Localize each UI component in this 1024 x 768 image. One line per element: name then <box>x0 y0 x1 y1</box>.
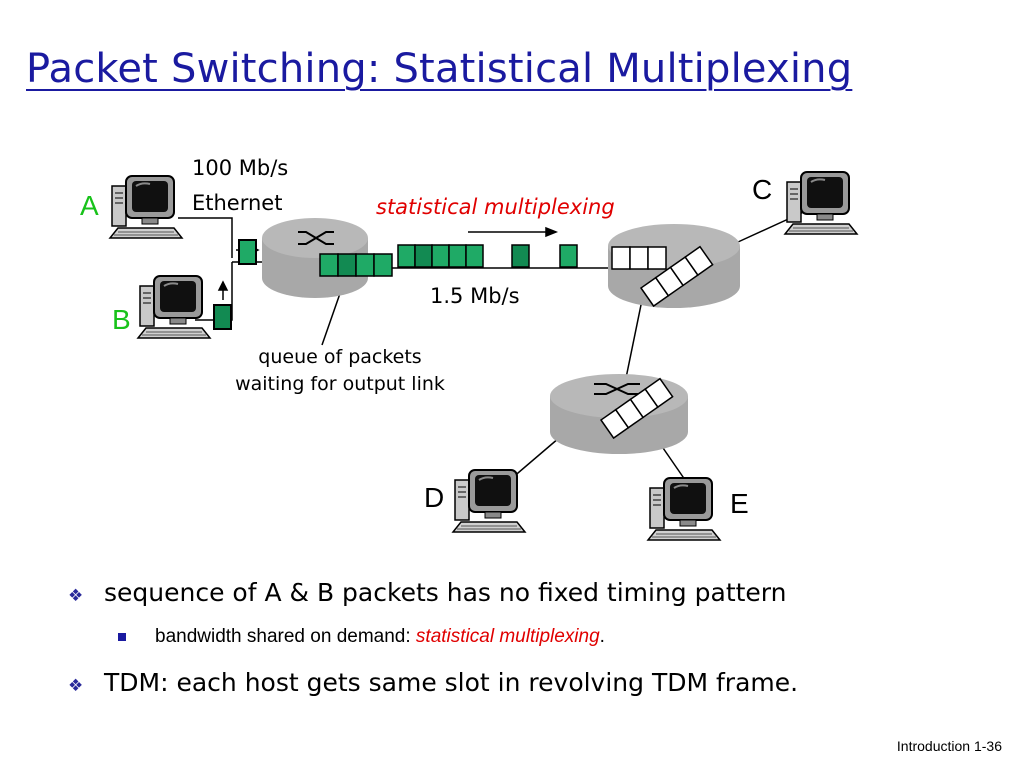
sub-bullet-suffix: . <box>599 626 605 647</box>
sub-bullet-prefix: bandwidth shared on demand: <box>155 626 416 647</box>
sub-bullet-emphasis: statistical multiplexing <box>415 626 600 647</box>
ethernet-rate-label: 100 Mb/s <box>192 156 289 180</box>
bullet-item-2: TDM: each host gets same slot in revolvi… <box>104 668 799 697</box>
host-c-computer-icon <box>784 171 858 235</box>
host-b-label: B <box>112 304 131 335</box>
host-e-computer-icon <box>647 477 721 541</box>
host-d-computer-icon <box>452 469 526 533</box>
packet-from-a <box>238 239 257 265</box>
diamond-bullet-icon: ❖ <box>68 586 84 606</box>
bullet-item-1: sequence of A & B packets has no fixed t… <box>104 578 787 607</box>
network-diagram <box>109 171 858 541</box>
host-a-computer-icon <box>109 175 183 239</box>
square-bullet-icon <box>118 633 126 641</box>
host-c-label: C <box>752 174 773 205</box>
router-1-queue <box>319 253 393 277</box>
packet-from-b <box>213 304 232 330</box>
statistical-multiplexing-label: statistical multiplexing <box>376 195 615 219</box>
slide-title: Packet Switching: Statistical Multiplexi… <box>26 46 853 92</box>
sub-bullet-1: bandwidth shared on demand: statistical … <box>155 626 605 648</box>
link-packets <box>397 244 578 268</box>
host-e-label: E <box>730 488 749 519</box>
router-2-output-queue <box>639 245 714 308</box>
link-rate-label: 1.5 Mb/s <box>430 284 520 308</box>
diamond-bullet-icon: ❖ <box>68 676 84 696</box>
ethernet-label: Ethernet <box>192 191 283 215</box>
router-3-output-queue <box>599 377 674 440</box>
router-2-queue <box>611 246 667 270</box>
host-d-label: D <box>424 482 445 513</box>
host-b-computer-icon <box>137 275 211 339</box>
queue-annotation: queue of packets waiting for output link <box>235 346 445 395</box>
slide-footer: Introduction 1-36 <box>896 738 1002 754</box>
host-a-label: A <box>80 190 99 221</box>
